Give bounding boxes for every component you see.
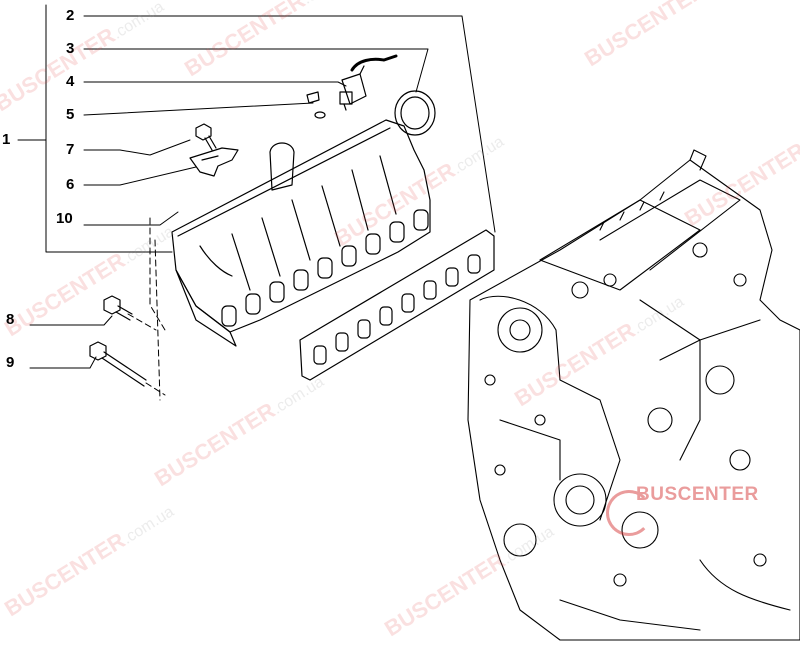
callout-8: 8	[6, 311, 15, 328]
callout-10: 10	[56, 210, 73, 227]
engine-block	[467, 149, 800, 641]
callout-6: 6	[66, 176, 75, 193]
sensor-part-4	[339, 54, 398, 111]
callout-5: 5	[66, 106, 75, 123]
buscenter-logo: BUSCENTER	[606, 478, 786, 544]
logo-ring-icon	[606, 490, 652, 536]
callout-2: 2	[66, 7, 75, 24]
bracket-part-6	[189, 147, 239, 177]
bolt-part-9	[89, 341, 147, 387]
leader-lines	[17, 4, 496, 401]
callout-3: 3	[66, 40, 75, 57]
screw-part-5	[306, 91, 326, 119]
bolt-part-7	[195, 123, 217, 151]
o-ring-part-3	[394, 90, 436, 136]
callout-1: 1	[2, 131, 11, 148]
logo-text: BUSCENTER	[636, 484, 759, 505]
callout-4: 4	[66, 73, 75, 90]
bolt-part-8	[103, 295, 133, 321]
callout-9: 9	[6, 354, 15, 371]
callout-7: 7	[66, 141, 75, 158]
gasket-part-2	[299, 229, 495, 381]
manifold-flange-ports	[221, 209, 429, 327]
intake-manifold-part-10	[171, 119, 431, 347]
